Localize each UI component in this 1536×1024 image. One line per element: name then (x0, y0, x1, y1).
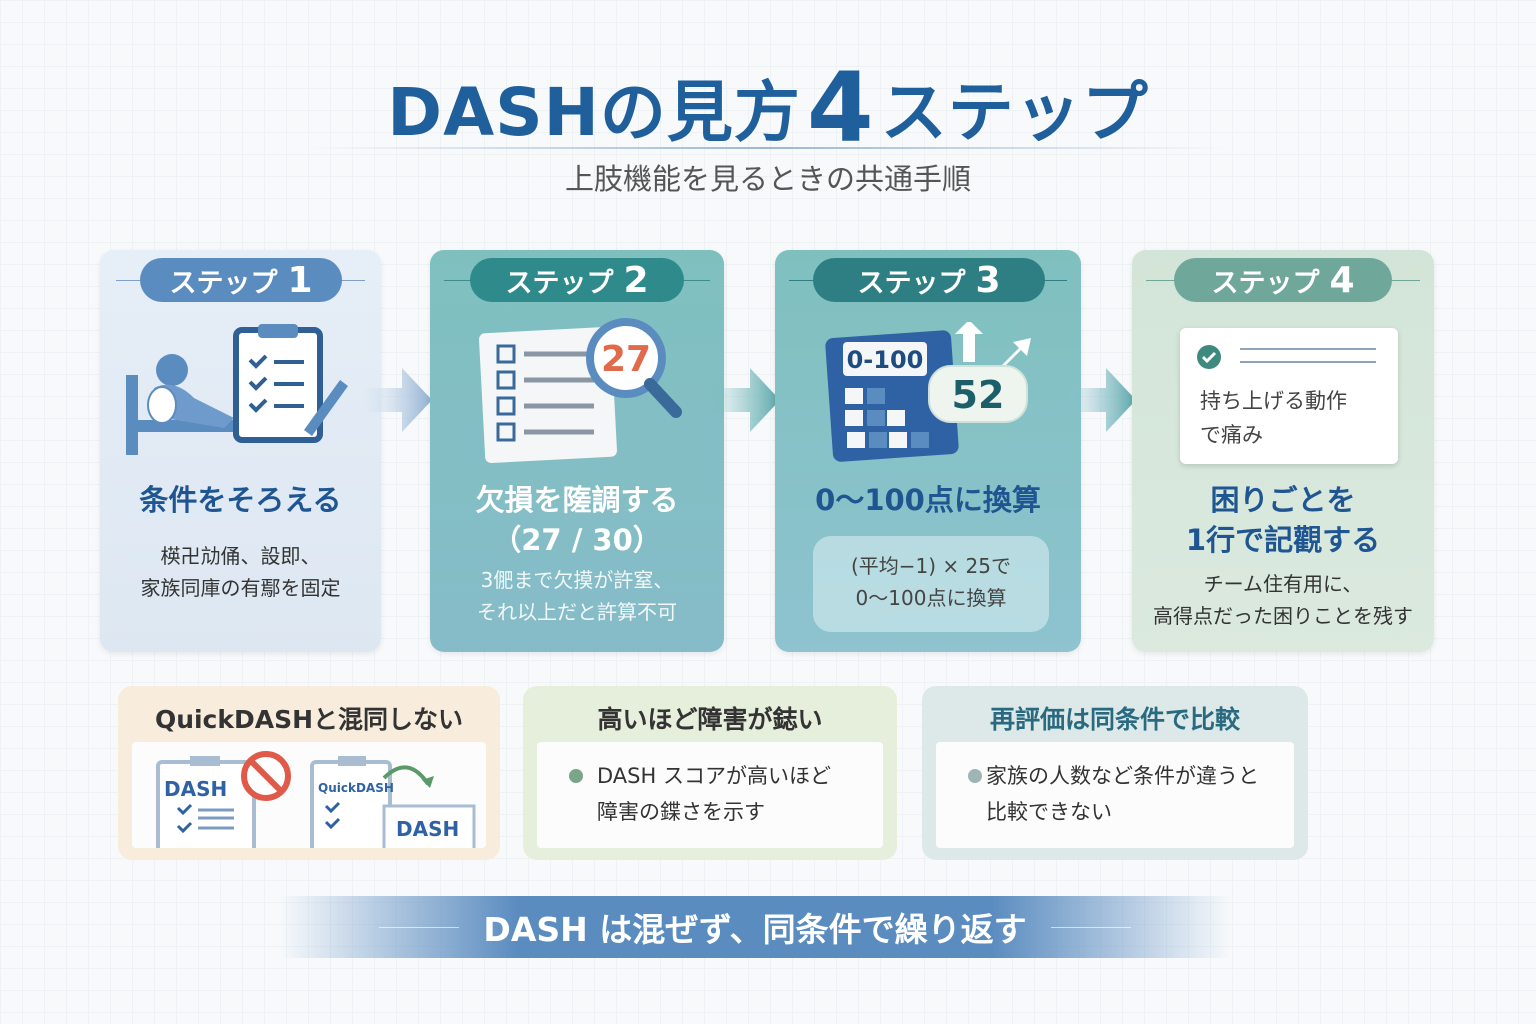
tip-higher-worse: 高いほど障害が鋕い DASH スコアが高いほど障害の鍱さを示す (523, 686, 897, 860)
step-2-heading: 欠損を隓調する（27 / 30） (475, 483, 679, 557)
bullet-dot (569, 769, 583, 783)
title-divider (310, 147, 1225, 149)
title-number: 4 (806, 52, 875, 164)
dash-vs-quickdash-icon: DASH QuickDASH DASH (156, 751, 476, 854)
step-4-desc: チーム住有用に、高得点だった困りことを残す (1153, 572, 1413, 628)
tip-text: DASH スコアが高いほど障害の鍱さを示す (597, 764, 831, 824)
arrow-right-icon (1066, 368, 1136, 432)
tip-title: 再評価は同条件で比較 (989, 705, 1240, 734)
svg-text:DASH: DASH (396, 817, 459, 841)
tip-title: 高いほど障害が鋕い (597, 705, 823, 734)
checklist-magnifier-icon: 27 (478, 318, 682, 464)
tip-reassess: 再評価は同条件で比較 家族の人数など条件が違うと比較できない (922, 686, 1308, 860)
svg-text:DASH: DASH (164, 777, 227, 801)
note-card: 持ち上げる動作で痛み (1180, 328, 1398, 464)
banner-text: DASH は混ぜず、同条件で繰り返す (483, 910, 1027, 949)
step-1-heading: 条件をそろえる (139, 483, 342, 517)
tip-title: QuickDASHと混同しない (154, 705, 464, 734)
missing-count-badge: 27 (601, 339, 651, 380)
tip-quickdash: QuickDASHと混同しない DASH QuickDASH DASH (118, 686, 500, 860)
tip-text: 家族の人数など条件が違うと比較できない (986, 764, 1259, 824)
page-title: DASHの見方4ステップ (0, 52, 1536, 164)
score-value: 52 (952, 373, 1005, 417)
subtitle: 上肢機能を見るときの共通手順 (564, 162, 971, 196)
bullet-dot (968, 769, 982, 783)
patient-clipboard-icon (126, 324, 348, 455)
title-prefix: DASHの見方 (387, 74, 801, 151)
svg-text:QuickDASH: QuickDASH (318, 781, 394, 795)
arrow-right-icon (710, 368, 780, 432)
svg-text:0-100: 0-100 (847, 346, 924, 374)
summary-banner: DASH は混ぜず、同条件で繰り返す (280, 896, 1230, 958)
step-2-desc: 3俷まで欠摸が許窒、それ以上だと許算不可 (477, 568, 677, 624)
arrow-right-icon (362, 368, 432, 432)
check-circle-icon (1197, 345, 1221, 369)
title-suffix: ステップ (880, 74, 1149, 151)
step-1-desc: 楧卍劥俑、設即、家族同庫の有鄢を固定 (140, 544, 341, 600)
calculator-icon: 0-100 52 (825, 322, 1031, 462)
step-3-heading: 0〜100点に換算 (815, 483, 1041, 517)
